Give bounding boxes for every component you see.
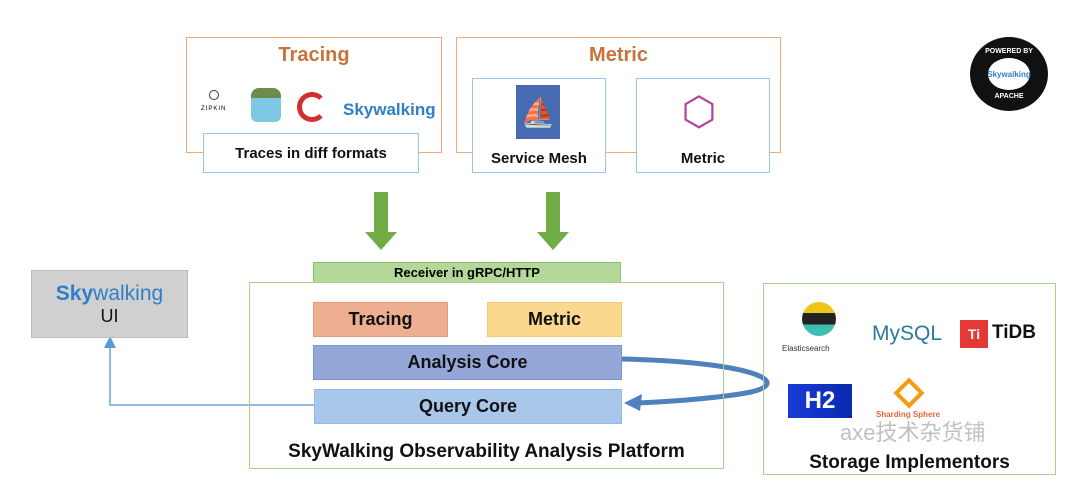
receiver-bar: Receiver in gRPC/HTTP [313, 262, 621, 283]
shardingsphere-icon [893, 377, 925, 409]
down-arrow-metric [537, 192, 569, 250]
platform-box: SkyWalking Observability Analysis Platfo… [249, 282, 724, 469]
analysis-to-query-arrow [621, 356, 770, 406]
traces-caption-box: Traces in diff formats [203, 133, 419, 173]
storage-title: Storage Implementors [809, 452, 1010, 473]
catchpoint-icon [297, 92, 327, 122]
metric-label: Metric [680, 150, 726, 167]
ui-label: UI [100, 305, 119, 326]
ui-skywalking-logo: Skywalking [56, 282, 163, 306]
badge-logo: Skywalking [987, 58, 1031, 90]
service-mesh-label: Service Mesh [491, 150, 587, 167]
gopher-icon [251, 88, 281, 122]
elasticsearch-icon [802, 302, 836, 336]
h2-logo: H2 [788, 384, 852, 418]
tidb-label: TiDB [992, 322, 1036, 343]
tracing-title: Tracing [278, 44, 350, 66]
analysis-core: Analysis Core [313, 345, 622, 380]
skywalking-ui-box: Skywalking UI [31, 270, 188, 338]
down-arrow-tracing [365, 192, 397, 250]
service-mesh-box: ⛵ Service Mesh [472, 78, 606, 173]
metric-module: Metric [487, 302, 622, 337]
platform-title: SkyWalking Observability Analysis Platfo… [288, 441, 685, 462]
tracing-module: Tracing [313, 302, 448, 337]
logo-part: Sky [55, 281, 94, 305]
shardingsphere-label: Sharding Sphere [876, 410, 941, 419]
storage-box: Elasticsearch MySQL Ti TiDB H2 Sharding … [763, 283, 1056, 475]
logo-part: walking [93, 281, 164, 305]
elasticsearch-label: Elasticsearch [782, 344, 830, 353]
zipkin-icon [209, 90, 219, 100]
metric-title: Metric [589, 44, 648, 66]
analysis-to-query-arrowhead [624, 394, 642, 411]
metric-group: Metric [456, 37, 781, 153]
powered-by-apache-badge: POWERED BY Skywalking APACHE [970, 37, 1048, 111]
tracing-group: Tracing ZIPKIN Skywalking [186, 37, 442, 153]
envoy-hexagon-icon: ⬡ [681, 90, 717, 134]
tidb-icon: Ti [960, 320, 988, 348]
query-core: Query Core [314, 389, 622, 424]
zipkin-logo: ZIPKIN [201, 106, 227, 112]
skywalking-logo-text: Skywalking [343, 100, 436, 119]
skywalking-logo: Skywalking [343, 100, 436, 120]
metric-box: ⬡ Metric [636, 78, 770, 173]
watermark: axe技术杂货铺 [840, 420, 986, 445]
badge-bottom: APACHE [994, 93, 1024, 100]
query-to-ui-line [104, 336, 314, 406]
mysql-logo: MySQL [872, 322, 943, 345]
badge-top: POWERED BY [985, 48, 1033, 55]
istio-icon: ⛵ [516, 85, 560, 139]
